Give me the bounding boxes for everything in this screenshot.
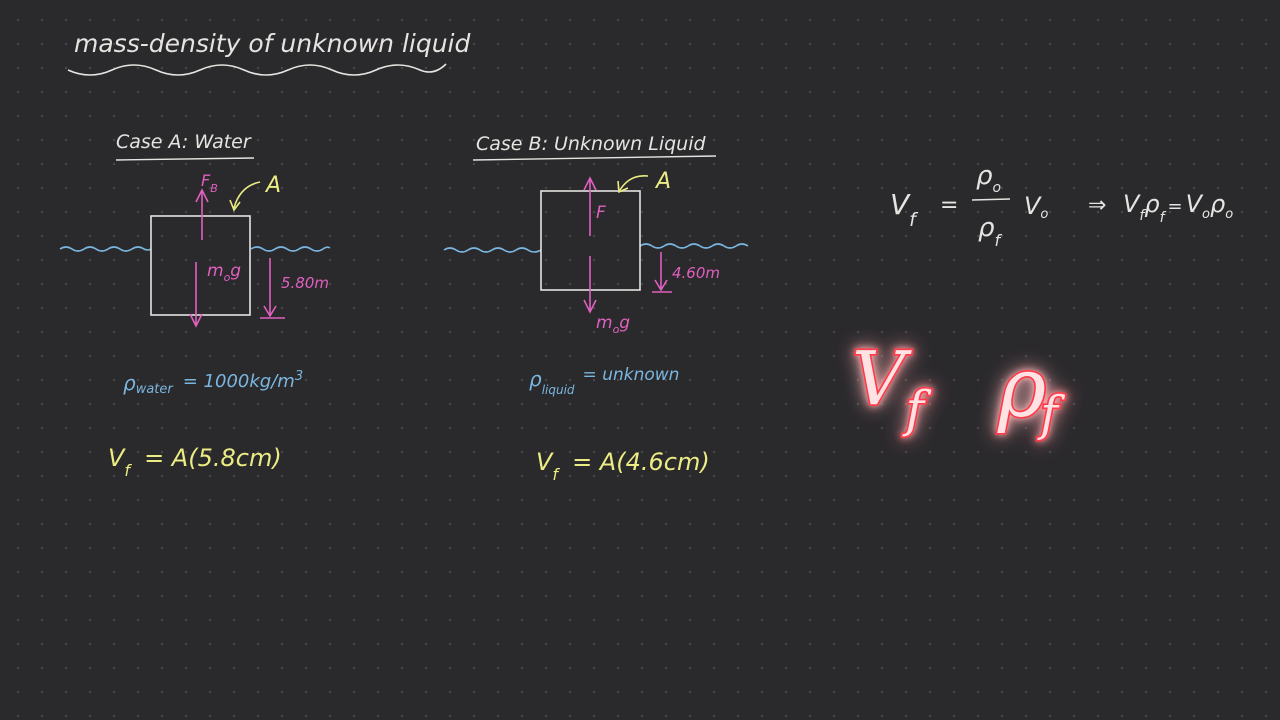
- case-a-weight-label: mog: [207, 261, 241, 284]
- case-a-density: ρwater= 1000kg/m3: [123, 369, 303, 397]
- case-a-depth-label: 5.80m: [281, 274, 329, 292]
- case-b-weight-arrowhead: [583, 299, 597, 314]
- title-wavy-underline: [67, 63, 447, 76]
- formula-equals: =: [940, 193, 958, 218]
- case-a-volume: Vf= A(5.8cm): [108, 444, 282, 480]
- case-b-area-pointer-head: [617, 180, 629, 194]
- volume-density-relation: Vf = ρo ρf Vo ⇒ Vfρf=Voρo: [890, 161, 1233, 250]
- case-b-heading: Case B: Unknown Liquid: [476, 133, 706, 155]
- neon-volume-symbol: Vf: [852, 336, 931, 438]
- case-b-density: ρliquid= unknown: [529, 365, 679, 397]
- case-b-buoyant-label: F: [596, 203, 606, 223]
- case-b-diagram: Case B: Unknown Liquid F A mog 4.60m ρli…: [443, 133, 749, 484]
- case-b-buoyant-arrowhead: [583, 176, 597, 191]
- formula-v0: Vo: [1024, 192, 1048, 222]
- case-a-heading-underline: [115, 157, 255, 161]
- case-a-heading: Case A: Water: [116, 131, 252, 153]
- formula-fraction-bar: [971, 198, 1011, 201]
- case-a-water-surface-left: [59, 246, 152, 252]
- case-a-block: [150, 215, 251, 316]
- case-a-weight-arrowhead: [189, 313, 203, 328]
- case-a-buoyant-arrowhead: [195, 188, 209, 203]
- formula-lhs: Vf: [890, 188, 919, 231]
- case-a-area-pointer: [233, 181, 261, 209]
- neon-density-symbol: ρf: [997, 341, 1065, 442]
- case-b-heading-underline: [472, 155, 717, 161]
- case-b-area-pointer: [619, 174, 649, 191]
- case-a-area-label: A: [264, 173, 281, 198]
- formula-denominator: ρf: [978, 213, 1003, 250]
- page-title: mass-density of unknown liquid: [74, 29, 470, 58]
- formula-implies: ⇒: [1088, 193, 1106, 218]
- case-a-buoyant-label: FB: [201, 171, 218, 195]
- neon-highlight: Vf ρf: [850, 334, 1067, 444]
- case-b-depth-arrowhead: [654, 279, 668, 292]
- formula-numerator: ρo: [976, 161, 1001, 196]
- case-b-water-surface-right: [639, 243, 749, 249]
- case-b-area-label: A: [654, 169, 671, 194]
- case-b-volume: Vf= A(4.6cm): [536, 448, 710, 484]
- case-b-weight-label: mog: [596, 313, 630, 336]
- formula-rhs: Vfρf=Voρo: [1123, 190, 1233, 226]
- case-a-depth-arrowhead: [263, 305, 277, 318]
- case-b-depth-label: 4.60m: [672, 264, 720, 282]
- case-a-diagram: Case A: Water FB A mog 5.80m ρwater= 100…: [59, 131, 331, 480]
- case-b-water-surface-left: [443, 247, 542, 253]
- case-a-water-surface-right: [250, 246, 331, 252]
- case-a-area-pointer-head: [229, 199, 241, 212]
